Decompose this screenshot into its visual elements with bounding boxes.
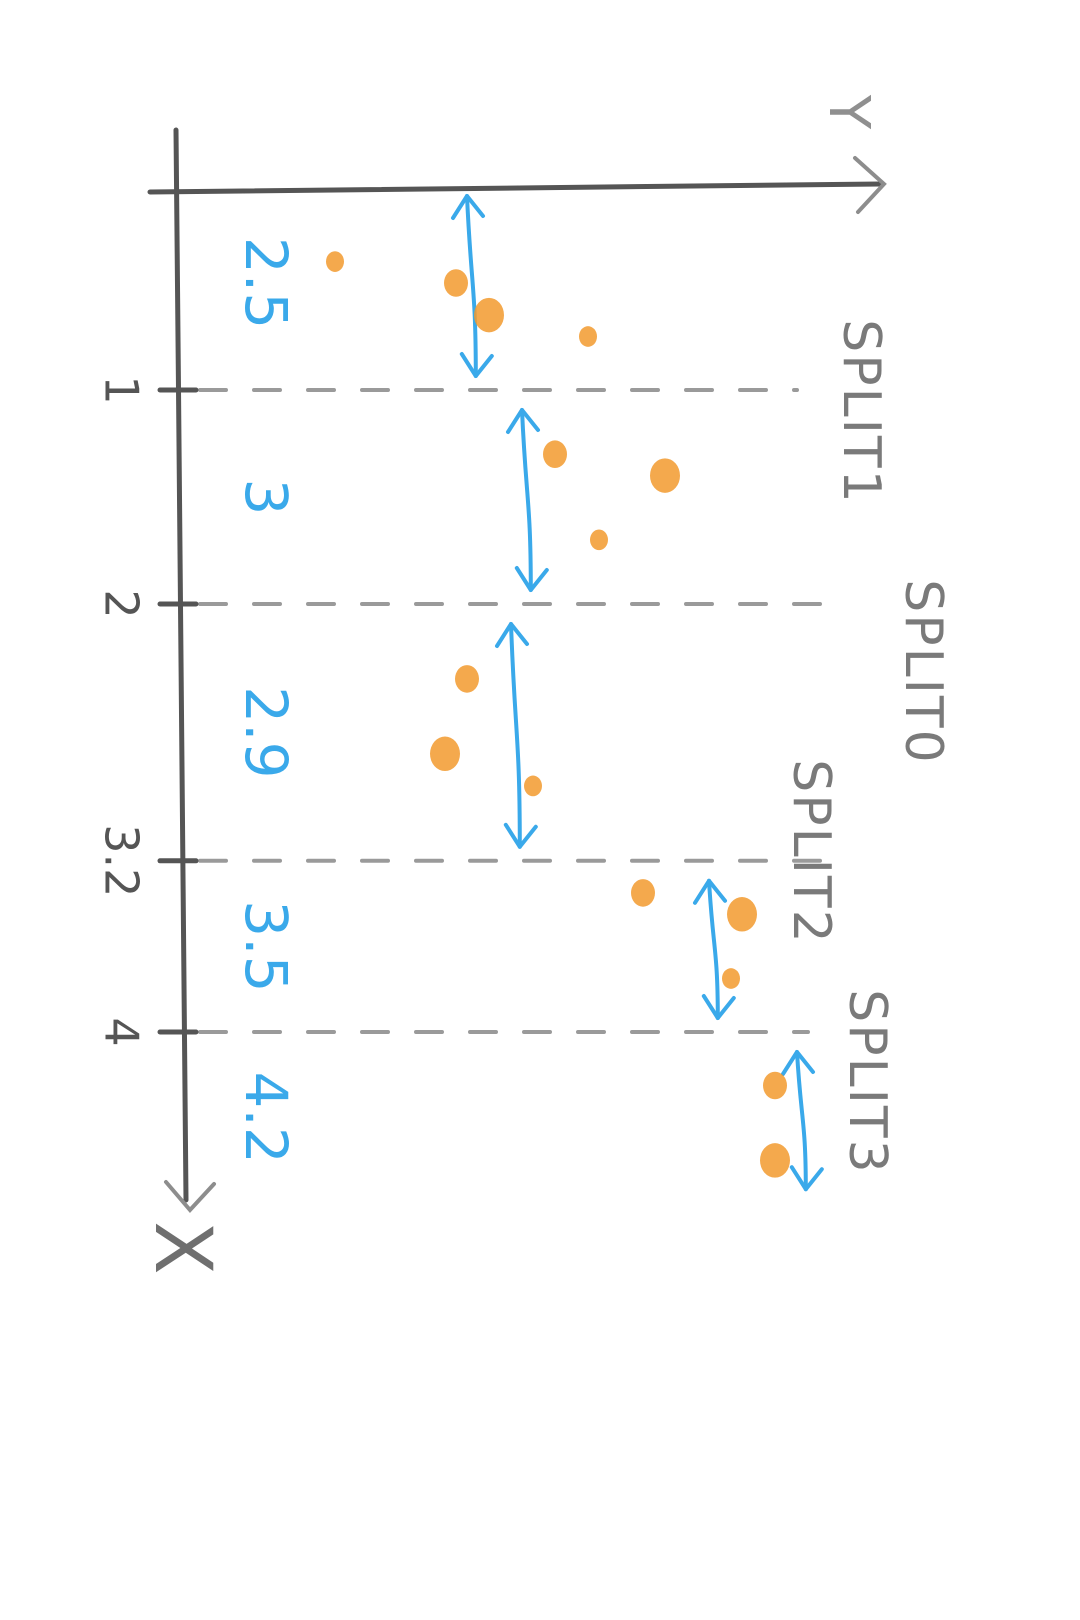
mean-arrowhead [789,1165,824,1192]
y-axis-line [147,181,883,195]
data-point [760,1143,790,1178]
data-point [430,736,460,772]
mean-arrowhead [693,878,727,905]
data-point [444,269,468,297]
y-axis-arrowhead [853,156,887,214]
split-label: SPLIT0 [893,579,953,765]
data-point [326,251,344,272]
mean-arrow-shaft [707,878,720,1020]
mean-label: 2.9 [232,686,300,778]
data-point [763,1071,787,1100]
mean-arrowhead [459,352,494,378]
mean-label: 2.5 [232,237,300,329]
mean-arrow-shaft [520,408,533,592]
x-tick-label: 4 [95,1017,149,1046]
x-axis-arrowhead [164,1180,216,1214]
mean-arrows [451,194,824,1192]
x-tick-label: 3.2 [95,824,149,897]
mean-arrowhead [781,1050,815,1076]
mean-arrow-shaft [795,1050,808,1192]
mean-label: 3 [232,479,300,516]
data-point [590,529,608,551]
x-tick-labels: 123.24 [95,375,149,1046]
data-point [455,665,479,693]
mean-arrowhead [495,622,529,648]
x-tick-label: 1 [95,375,149,404]
mean-arrow-shaft [465,194,478,378]
mean-label: 4.2 [232,1071,300,1163]
tick-marks [157,387,199,1035]
data-points [326,251,790,1178]
data-point [727,897,757,932]
split-lines [198,388,832,1034]
mean-arrowhead [506,408,540,434]
data-point [579,326,597,347]
data-point [631,879,655,907]
mean-labels: 2.5 3 2.9 3.5 4.2 [232,237,300,1164]
x-axis-label: X [137,1221,227,1274]
data-point [722,968,740,989]
data-point [650,458,680,493]
y-axis-label: Y [816,94,881,130]
data-point [543,440,567,469]
mean-arrow-shaft [509,622,522,849]
x-axis-line [173,127,189,1203]
data-point [474,297,504,333]
split-label: SPLIT2 [781,759,841,945]
mean-arrowhead [451,194,485,220]
data-point [524,775,542,797]
split-label: SPLIT1 [831,319,891,505]
mean-arrowhead [701,994,736,1020]
mean-label: 3.5 [232,900,300,992]
mean-arrowhead [503,822,538,849]
mean-arrowhead [514,566,549,592]
axes: Y X [137,94,887,1275]
split-label: SPLIT3 [837,989,897,1175]
x-tick-label: 2 [95,589,149,618]
